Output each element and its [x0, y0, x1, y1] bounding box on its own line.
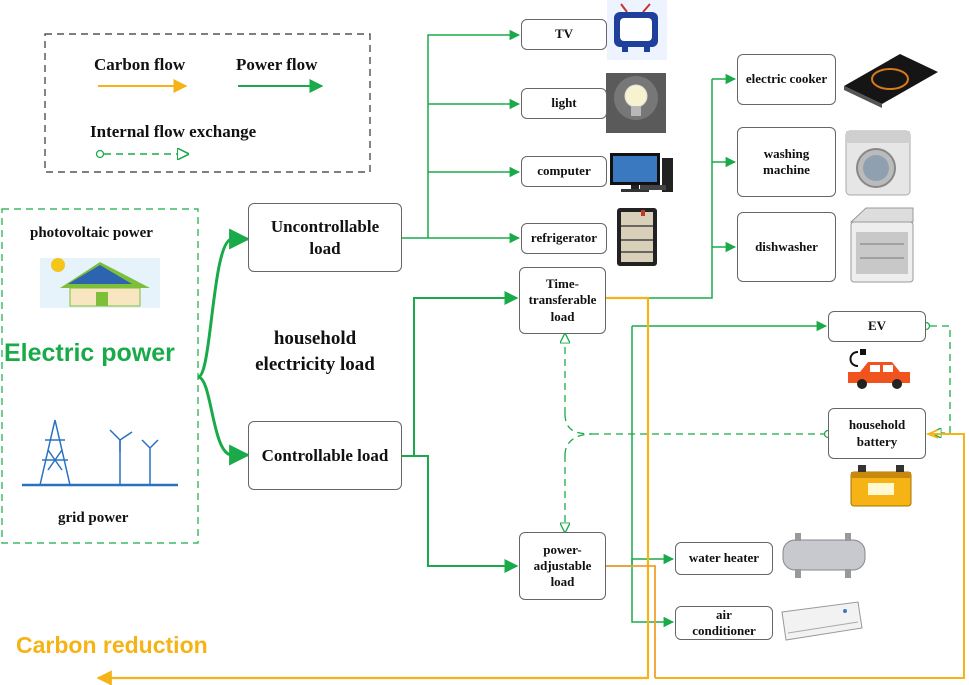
light-icon	[606, 73, 666, 133]
dishwasher-icon	[849, 207, 914, 283]
ac-line2: conditioner	[692, 623, 756, 638]
ev-icon	[835, 343, 918, 396]
grid-power-icon	[22, 419, 178, 487]
electric-cooker-icon	[844, 54, 938, 108]
carbon-flow-time-transferable	[96, 296, 650, 685]
tv-box: TV	[521, 19, 607, 50]
computer-icon	[610, 153, 673, 192]
tv-icon	[607, 0, 667, 60]
household-battery-icon	[850, 465, 912, 507]
household-load-line2: electricity load	[255, 354, 375, 375]
washing-line2: machine	[763, 162, 810, 177]
dishwasher-box: dishwasher	[737, 212, 836, 282]
water-heater-box: water heater	[675, 542, 773, 575]
pa-line3: load	[550, 574, 575, 590]
legend-internal-start	[95, 149, 105, 159]
ev-box: EV	[828, 311, 926, 342]
electric-power-title: Electric power	[4, 339, 175, 367]
carbon-reduction-title: Carbon reduction	[16, 632, 208, 658]
carbon-flow-power-adjustable	[606, 565, 656, 678]
battery-line2: battery	[856, 433, 898, 449]
pa-line1: power-	[543, 541, 582, 557]
ac-line1: air	[716, 606, 732, 622]
controllable-to-power-adjustable	[402, 455, 519, 573]
pa-line2: adjustable	[533, 557, 592, 573]
refrigerator-icon	[617, 208, 657, 266]
tt-line2: transferable	[528, 292, 597, 308]
uncontrollable-to-tv	[427, 29, 521, 238]
source-to-uncontrollable	[197, 228, 251, 379]
household-load-label: household electricity load	[248, 326, 382, 378]
legend-internal-flow-label: Internal flow exchange	[90, 122, 257, 141]
legend-frame	[44, 33, 371, 173]
source-to-controllable	[197, 375, 251, 466]
legend-power-flow-label: Power flow	[236, 55, 318, 74]
water-heater-icon	[782, 533, 866, 578]
refrigerator-box: refrigerator	[521, 223, 607, 254]
tt-line3: load	[550, 308, 575, 324]
pa-to-ac	[631, 559, 675, 628]
controllable-to-time-transferable	[402, 291, 519, 457]
ev-to-battery	[930, 325, 951, 433]
electric-cooker-box: electric cooker	[737, 54, 836, 105]
controllable-load-box: Controllable load	[248, 421, 402, 490]
household-load-line1: household	[273, 328, 357, 349]
computer-box: computer	[521, 156, 607, 187]
uncontrollable-line1: Uncontrollable	[270, 217, 380, 237]
grid-power-label: grid power	[58, 510, 129, 526]
photovoltaic-house-icon	[40, 258, 160, 308]
washing-machine-icon	[845, 130, 911, 196]
tt-line1: Time-	[546, 276, 579, 292]
photovoltaic-label: photovoltaic power	[30, 225, 153, 241]
carbon-flow-battery	[655, 433, 965, 679]
air-conditioner-icon	[781, 601, 863, 641]
legend-carbon-flow-label: Carbon flow	[94, 55, 186, 74]
battery-line1: household	[848, 417, 906, 433]
uncontrollable-line2: load	[309, 238, 341, 258]
washing-line1: washing	[763, 145, 810, 161]
light-box: light	[521, 88, 607, 119]
